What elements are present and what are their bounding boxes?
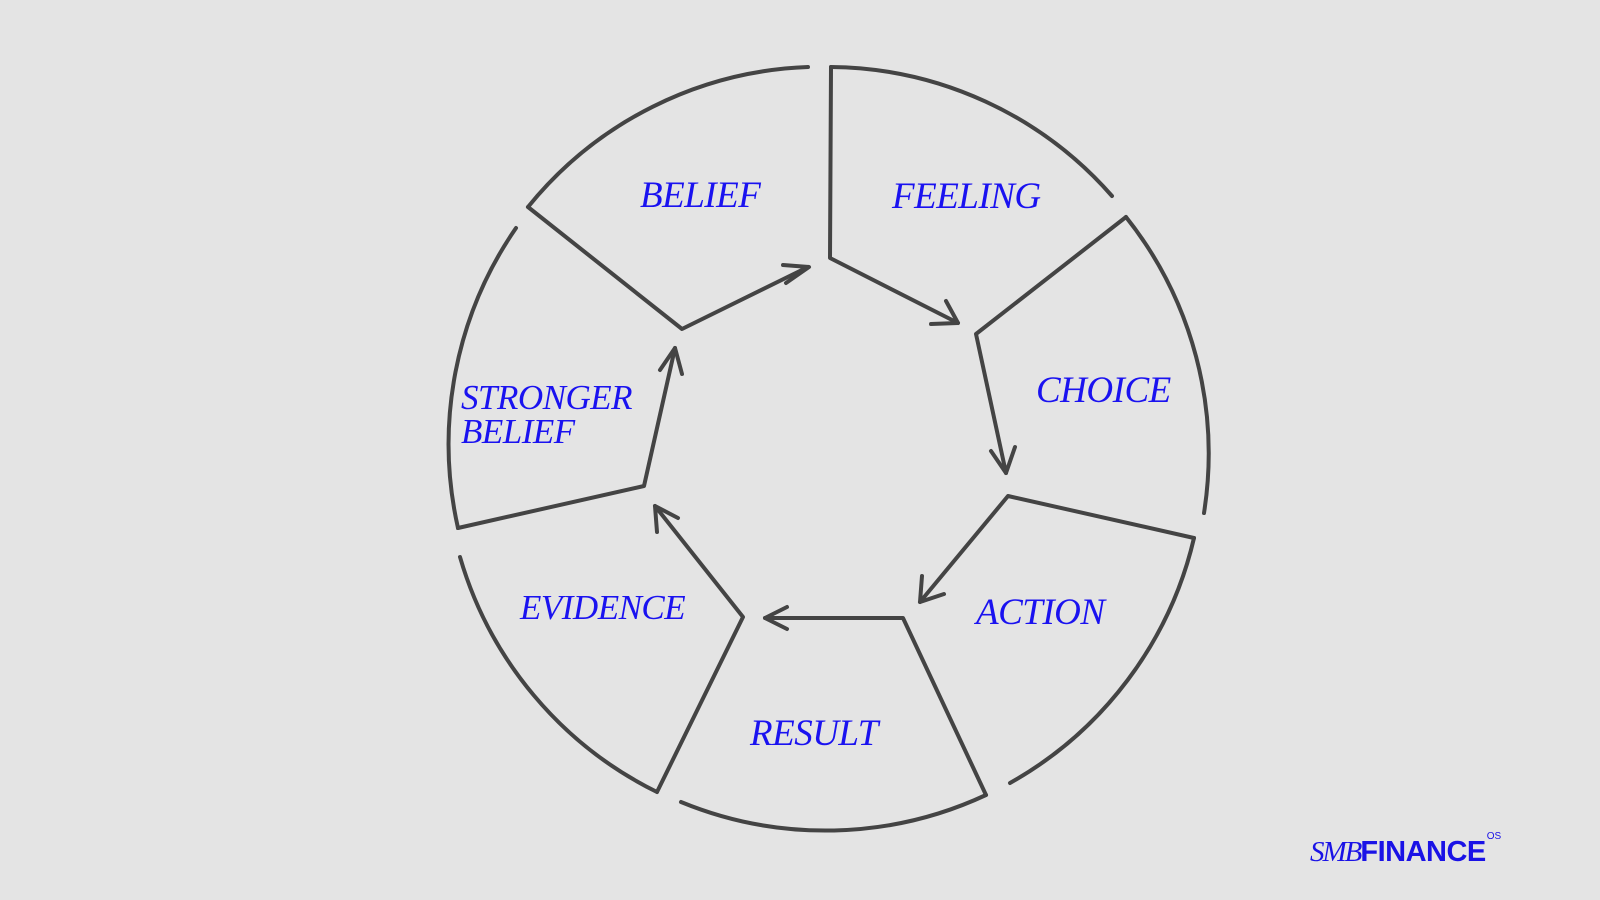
logo-os-superscript: OS <box>1486 831 1502 842</box>
segment-evidence: EVIDENCE <box>458 504 745 794</box>
arrow-head <box>653 504 680 534</box>
segment-label-result: RESULT <box>749 713 881 754</box>
segment-label-stronger: STRONGER <box>461 378 632 417</box>
segment-label-belief-2: BELIEF <box>461 412 576 451</box>
segment-label-feeling: FEELING <box>891 176 1041 217</box>
arrow-head <box>658 346 684 376</box>
segment-choice: CHOICE <box>974 215 1211 515</box>
segment-action: ACTION <box>918 494 1196 785</box>
arrow-head <box>763 605 789 631</box>
segment-feeling: FEELING <box>828 65 1114 326</box>
segment-label-action: ACTION <box>973 592 1107 633</box>
logo-finance: FINANCE <box>1360 836 1486 868</box>
segment-label-evidence: EVIDENCE <box>519 588 685 627</box>
segment-belief: BELIEF <box>526 65 811 331</box>
arrow-head <box>989 445 1017 475</box>
arrow-head <box>918 574 946 604</box>
arrow-head <box>929 299 960 326</box>
segment-label-belief: BELIEF <box>640 175 761 216</box>
segment-stronger-belief: STRONGER BELIEF <box>446 226 684 530</box>
arrow-head <box>781 263 811 285</box>
logo-smb: SMB <box>1310 836 1362 868</box>
brand-logo: SMBFINANCEOS <box>1310 832 1501 868</box>
segment-label-choice: CHOICE <box>1036 370 1171 411</box>
segment-result: RESULT <box>679 605 988 833</box>
